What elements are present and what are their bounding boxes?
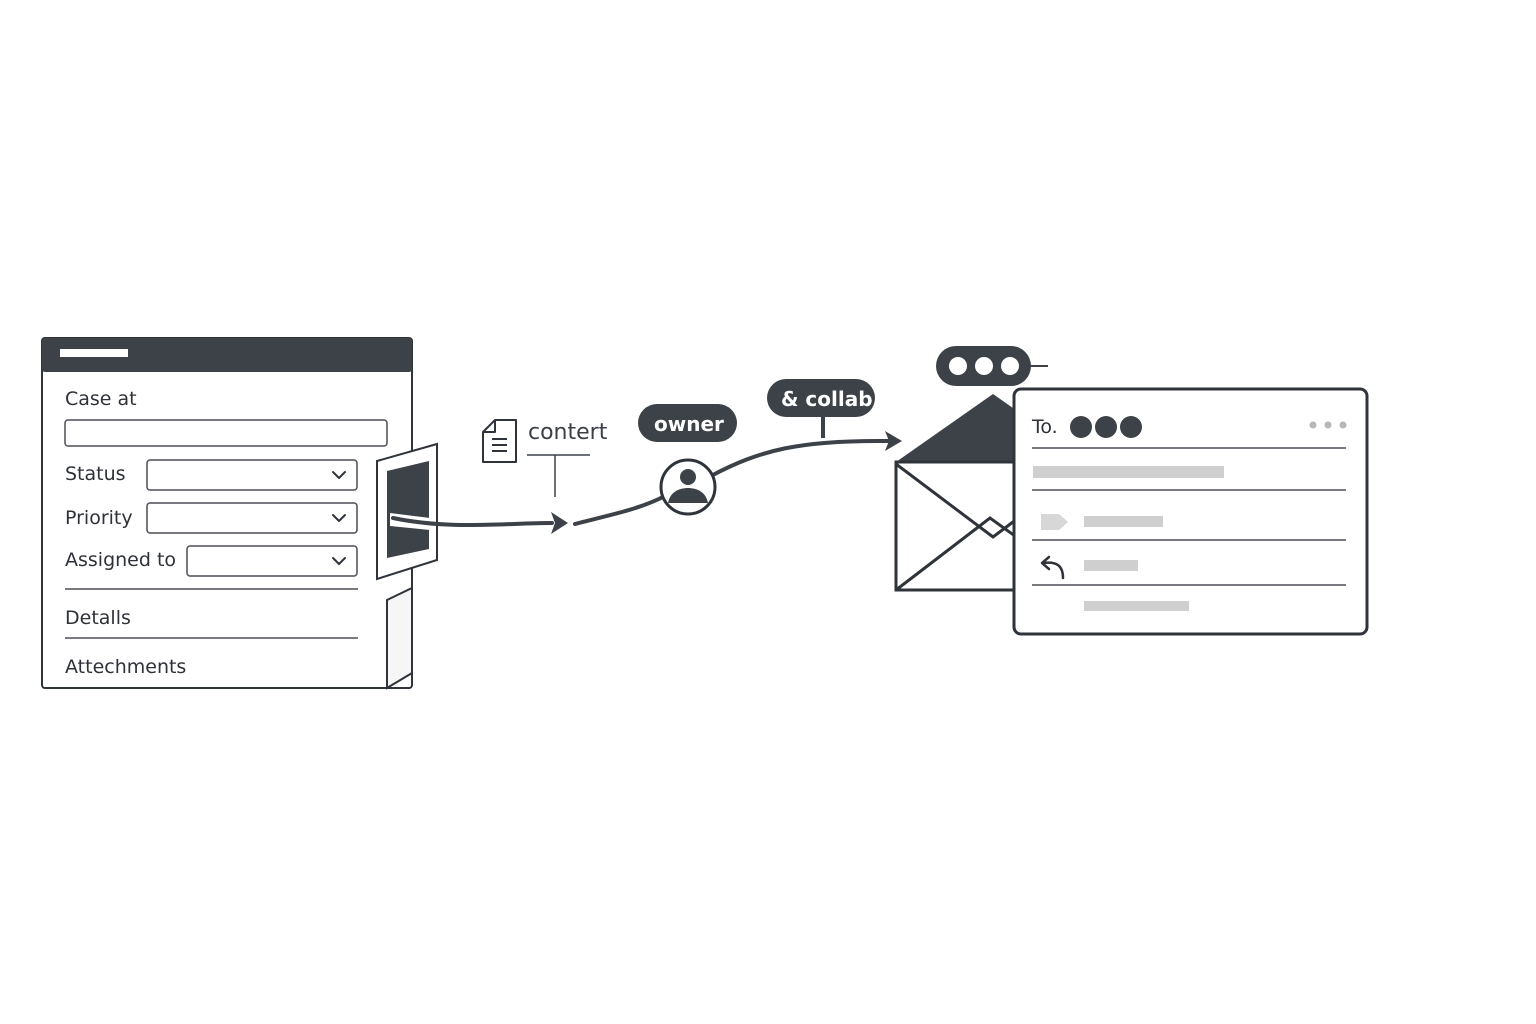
forward-icon[interactable] [1041,514,1068,530]
chevron-down-icon [332,514,346,522]
document-icon [482,419,517,463]
arrowhead-icon [551,512,568,534]
ellipsis-icon-dot [1339,421,1347,429]
subject-placeholder [1033,466,1224,478]
priority-label: Priority [65,507,133,529]
reply-icon[interactable] [1040,555,1051,571]
to-label: To. [1032,416,1058,438]
form-to-document-connector [391,516,554,528]
forward-placeholder [1084,516,1163,527]
reply-icon-curve [1041,561,1065,580]
assigned-to-label: Assigned to [65,549,177,571]
status-dot [1001,357,1019,375]
owner-label: owner [654,412,724,436]
case-title: Case at [65,388,137,410]
avatar-body [668,488,708,503]
case-input[interactable] [64,419,388,447]
attachments-section[interactable]: Attechments [65,656,187,678]
collab-label: & collab [781,387,873,411]
email-card [1012,387,1369,636]
ellipsis-icon-dot [1309,421,1317,429]
status-label: Status [65,463,126,485]
details-section[interactable]: Detalls [65,607,131,629]
ellipsis-icon-dot [1324,421,1332,429]
reply-placeholder [1084,560,1138,571]
export-panel-screen [387,461,429,558]
document-fold [483,420,496,433]
form-side-depth [386,586,413,690]
chevron-down-icon [332,557,346,565]
case-form-window [41,337,413,690]
recipient-avatar [1095,416,1117,438]
case-form-titlebar [42,338,412,372]
chevron-down-icon [332,471,346,479]
status-dropdown[interactable] [146,459,358,491]
recipient-avatar [1070,416,1092,438]
owner-to-email-connector [709,438,890,478]
body-placeholder [1084,601,1189,611]
export-panel [376,442,438,581]
document-to-owner-connector [573,494,667,526]
titlebar-highlight [60,349,128,357]
status-dots-pill [936,346,1031,386]
user-avatar-icon [659,458,717,516]
email-card-frame [1012,387,1369,636]
owner-node [638,404,737,516]
arrowhead-icon [885,431,902,451]
status-dot [949,357,967,375]
collab-pill [767,379,875,417]
priority-dropdown[interactable] [146,502,358,534]
workflow-connectors [391,365,1048,534]
status-dot [975,357,993,375]
avatar-head [680,469,696,485]
owner-pill [638,404,737,442]
document-label: contert [528,420,608,445]
assigned-to-dropdown[interactable] [186,545,358,577]
document-sheet [482,419,517,463]
recipient-avatar [1120,416,1142,438]
collab-node [767,379,875,417]
